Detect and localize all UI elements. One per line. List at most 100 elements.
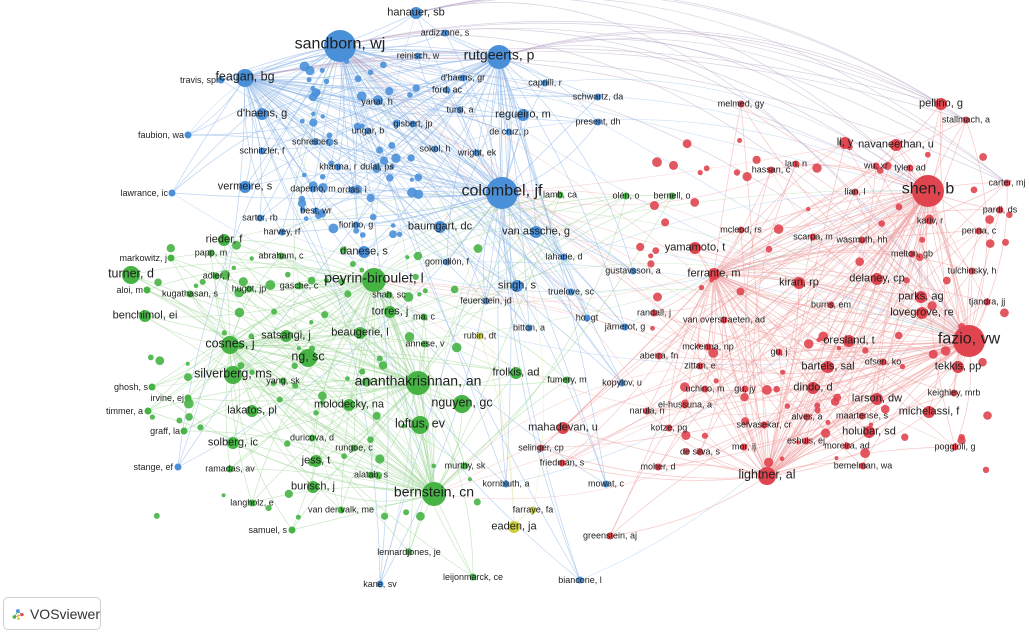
node-caprilli[interactable] — [541, 79, 549, 87]
node-carter[interactable] — [1003, 179, 1011, 187]
node-desilva[interactable] — [696, 448, 704, 456]
node-harvey[interactable] — [278, 228, 286, 236]
node-shen[interactable] — [912, 175, 944, 207]
node-reinisch[interactable] — [414, 52, 422, 60]
node-ramadas[interactable] — [226, 465, 234, 473]
node-stallmach[interactable] — [962, 116, 970, 124]
node-kariv[interactable] — [926, 217, 934, 225]
node-li[interactable] — [839, 137, 851, 149]
node-tulchinsky[interactable] — [968, 267, 976, 275]
node-narula[interactable] — [643, 407, 651, 415]
node-cosnes[interactable] — [221, 336, 239, 354]
node-kornbluth[interactable] — [502, 480, 510, 488]
node-bernell[interactable] — [668, 192, 676, 200]
node-gustavsson[interactable] — [629, 267, 637, 275]
node-randall[interactable] — [650, 309, 658, 317]
node-bitton[interactable] — [525, 324, 533, 332]
node-graff[interactable] — [180, 427, 188, 435]
node-dulai[interactable] — [373, 163, 381, 171]
node-colombel[interactable] — [486, 177, 518, 209]
node-yanai[interactable] — [373, 98, 381, 106]
node-olen[interactable] — [622, 192, 630, 200]
node-turner[interactable] — [122, 266, 140, 284]
node-aberra[interactable] — [655, 352, 663, 360]
node-elhussuna[interactable] — [681, 401, 689, 409]
node-pellino[interactable] — [935, 98, 947, 110]
node-selvasekar[interactable] — [760, 421, 768, 429]
node-moher[interactable] — [654, 463, 662, 471]
node-gu[interactable] — [775, 348, 783, 356]
node-wasmuth[interactable] — [858, 236, 866, 244]
node-lovegrove[interactable] — [916, 307, 928, 319]
node-markowitz[interactable] — [167, 254, 175, 262]
node-sokol[interactable] — [431, 145, 439, 153]
node-alves[interactable] — [803, 413, 811, 421]
node-mowat[interactable] — [602, 480, 610, 488]
node-larson[interactable] — [871, 393, 883, 405]
node-lawrance[interactable] — [168, 189, 176, 197]
node-eshuis[interactable] — [802, 437, 810, 445]
node-feuerstein[interactable] — [482, 297, 490, 305]
node-duricova[interactable] — [308, 434, 316, 442]
node-michelassi[interactable] — [923, 406, 935, 418]
node-eaden[interactable] — [508, 521, 520, 533]
node-uchino[interactable] — [701, 385, 709, 393]
node-timmer[interactable] — [144, 407, 152, 415]
node-tursi[interactable] — [456, 106, 464, 114]
node-tyler[interactable] — [906, 164, 914, 172]
node-mcleod[interactable] — [737, 226, 745, 234]
node-burns[interactable] — [827, 301, 835, 309]
node-kiran[interactable] — [793, 277, 805, 289]
node-pardi[interactable] — [996, 206, 1004, 214]
node-regueiro[interactable] — [517, 109, 529, 121]
node-lamb[interactable] — [556, 191, 564, 199]
node-ardizzone[interactable] — [441, 29, 449, 37]
node-bemelman[interactable] — [859, 462, 867, 470]
node-decruz[interactable] — [505, 128, 513, 136]
node-zittan[interactable] — [696, 362, 704, 370]
node-kugathasan[interactable] — [186, 290, 194, 298]
node-lan[interactable] — [792, 160, 800, 168]
node-bartels[interactable] — [822, 361, 834, 373]
node-truelove[interactable] — [567, 288, 575, 296]
node-poggioli[interactable] — [951, 443, 959, 451]
node-silverberg[interactable] — [224, 366, 242, 384]
node-annese[interactable] — [421, 340, 429, 348]
node-aloi[interactable] — [143, 286, 151, 294]
vosviewer-logo-badge[interactable]: VOSviewer — [3, 597, 101, 630]
node-dhaens-gr[interactable] — [459, 74, 467, 82]
node-schnitzler[interactable] — [258, 147, 266, 155]
node-torres[interactable] — [384, 306, 396, 318]
node-tekkis[interactable] — [952, 361, 964, 373]
node-vermeire[interactable] — [239, 181, 251, 193]
node-oresland[interactable] — [843, 335, 855, 347]
node-adler[interactable] — [212, 272, 220, 280]
node-mckenna[interactable] — [704, 343, 712, 351]
node-ma[interactable] — [420, 313, 428, 321]
node-parks[interactable] — [915, 291, 927, 303]
node-kotze[interactable] — [665, 424, 673, 432]
node-dindo[interactable] — [807, 382, 819, 394]
node-frolkis[interactable] — [510, 367, 522, 379]
node-lightner[interactable] — [758, 467, 776, 485]
node-gasche[interactable] — [295, 282, 303, 290]
node-vanover[interactable] — [720, 316, 728, 324]
node-kopylov[interactable] — [618, 379, 626, 387]
node-molodecky[interactable] — [343, 399, 355, 411]
node-solberg[interactable] — [227, 437, 239, 449]
node-gomollon[interactable] — [443, 258, 451, 266]
node-jess[interactable] — [310, 455, 322, 467]
node-guj[interactable] — [741, 385, 749, 393]
node-fazio[interactable] — [953, 325, 985, 357]
node-tjandra[interactable] — [983, 298, 991, 306]
node-vanassche[interactable] — [530, 226, 542, 238]
node-melmed[interactable] — [737, 100, 745, 108]
node-feagan[interactable] — [236, 69, 254, 87]
node-scarpa[interactable] — [809, 233, 817, 241]
node-lakatos[interactable] — [246, 405, 258, 417]
node-samuel[interactable] — [288, 526, 296, 534]
node-selinger[interactable] — [537, 444, 545, 452]
node-abraham[interactable] — [277, 252, 285, 260]
node-laharie[interactable] — [560, 253, 568, 261]
node-biancone[interactable] — [576, 576, 584, 584]
